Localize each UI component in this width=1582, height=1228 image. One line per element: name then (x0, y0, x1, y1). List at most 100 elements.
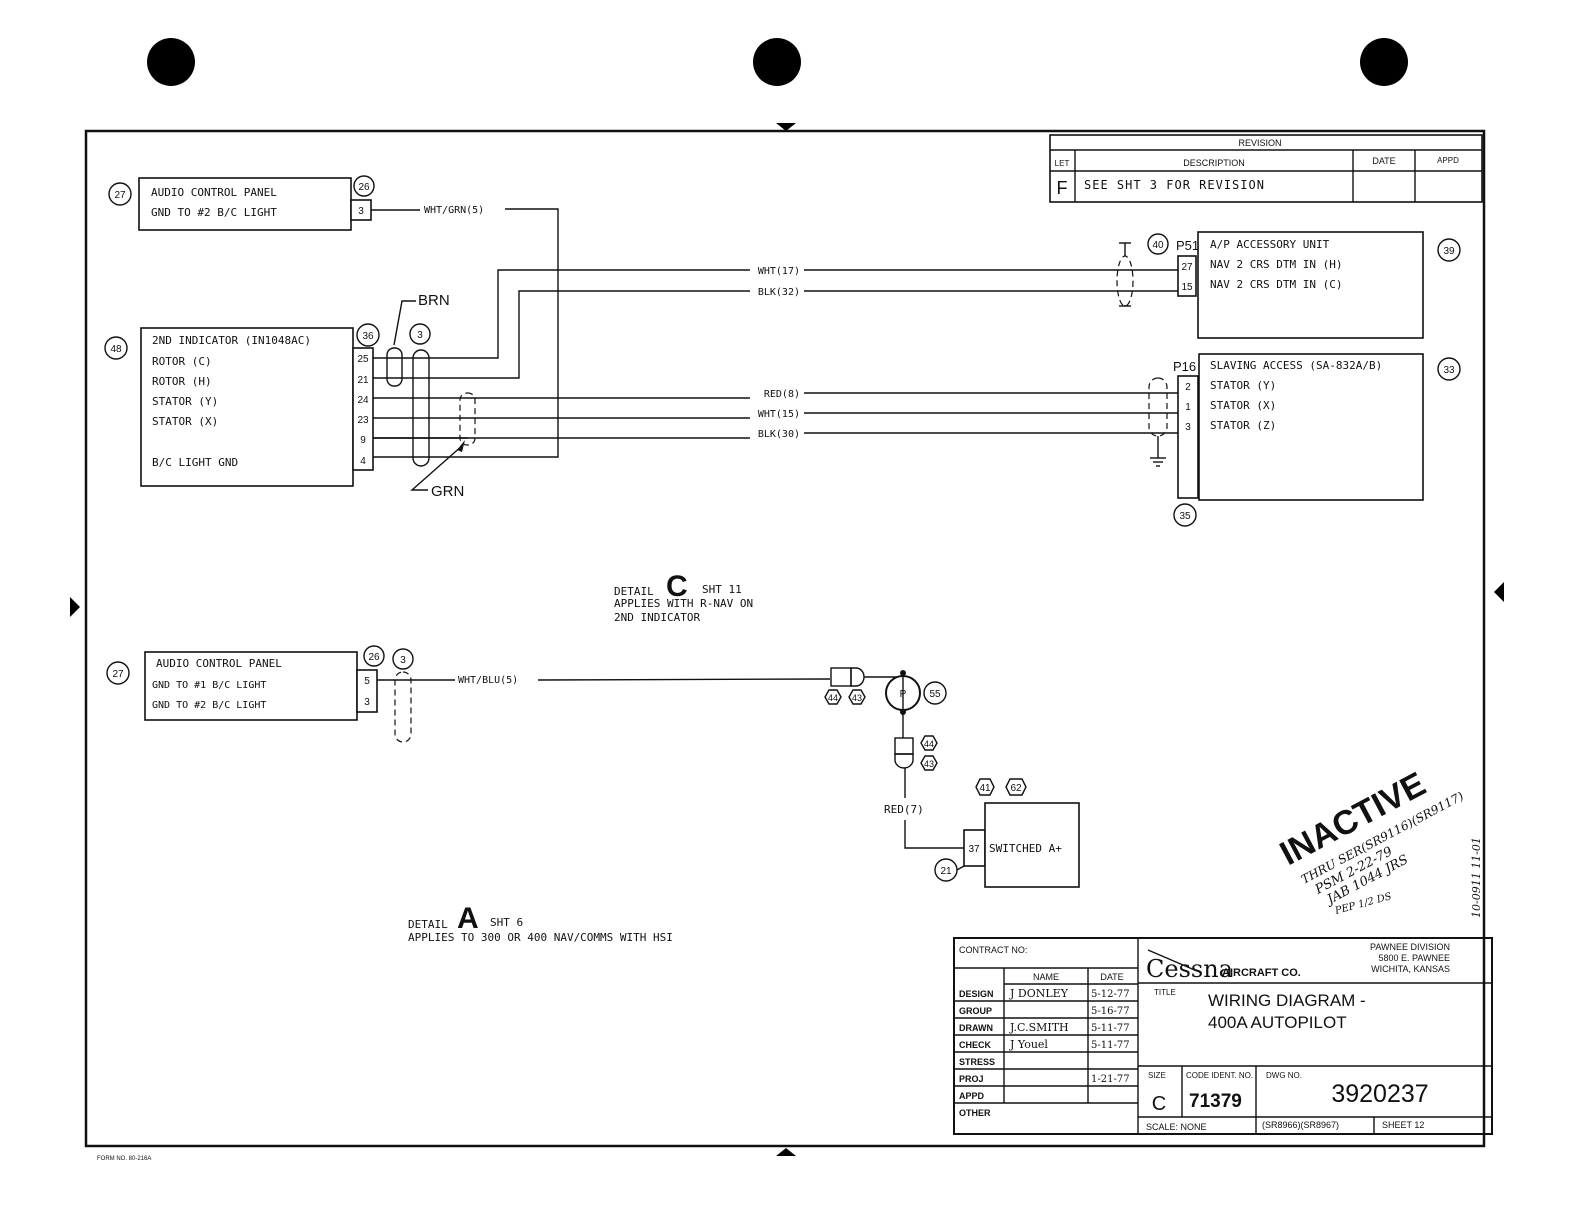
tb-row-name: J.C.SMITH (1009, 1021, 1069, 1034)
slaving-conn: P16 (1173, 359, 1196, 374)
binder-hole-left (147, 38, 195, 86)
center-mark-right (1494, 582, 1504, 602)
tb-row-date: 1-21-77 (1091, 1074, 1130, 1085)
slaving-wire-1: RED(8) (764, 389, 800, 400)
size-label: SIZE (1148, 1071, 1166, 1080)
apu-row-1: NAV 2 CRS DTM IN (H) (1210, 258, 1342, 271)
switched-pin: 37 (968, 844, 980, 855)
second-indicator: 48 2ND INDICATOR (IN1048AC) ROTOR (C) RO… (104, 269, 750, 500)
detail-a-letter: A (457, 902, 479, 935)
slaving-ref: 33 (1443, 365, 1455, 376)
indicator-shield-ref: 3 (417, 330, 423, 341)
drawing-title-1: WIRING DIAGRAM - (1208, 991, 1366, 1010)
conn-pair-a-2: 43 (852, 693, 862, 703)
lamp-ref: 55 (929, 689, 941, 700)
slaving-row-1: STATOR (Y) (1210, 379, 1276, 392)
switched-ref-1: 41 (979, 783, 991, 794)
apu-wire-2: BLK(32) (758, 287, 800, 298)
serials-text: (SR8966)(SR8967) (1262, 1120, 1339, 1130)
upper-audio-control-panel: 27 AUDIO CONTROL PANEL GND TO #2 B/C LIG… (108, 175, 559, 458)
switched-ref-2: 62 (1010, 783, 1022, 794)
title-label: TITLE (1154, 988, 1176, 997)
center-mark-left (70, 597, 80, 617)
center-mark-bottom (776, 1148, 796, 1156)
conn-pair-b-2: 43 (924, 759, 934, 769)
lower-acp-pin-2: 3 (364, 697, 370, 708)
binder-hole-right (1360, 38, 1408, 86)
indicator-row-2: ROTOR (H) (152, 375, 212, 388)
indicator-ref: 48 (110, 344, 122, 355)
label-grn: GRN (431, 483, 464, 500)
apu-conn-ref: 40 (1152, 240, 1164, 251)
revision-letter: F (1057, 178, 1068, 198)
revision-col-let: LET (1055, 159, 1070, 168)
center-mark-top (776, 123, 796, 131)
lamp-circuit: 44 43 P 55 44 43 RED(7) (824, 667, 964, 849)
tb-row-label: DESIGN (959, 989, 994, 999)
revision-col-appd: APPD (1437, 156, 1459, 165)
slaving-pin-1: 2 (1185, 382, 1191, 393)
division-line-3: WICHITA, KANSAS (1371, 964, 1450, 974)
detail-c-line2: APPLIES WITH R-NAV ON (614, 597, 753, 610)
apu-row-2: NAV 2 CRS DTM IN (C) (1210, 278, 1342, 291)
slaving-wire-3: BLK(30) (758, 429, 800, 440)
switched-ref: 21 (940, 866, 952, 877)
form-number: FORM NO. 80-216A (97, 1156, 151, 1162)
detail-c-line3: 2ND INDICATOR (614, 611, 700, 624)
binder-hole-center (753, 38, 801, 86)
tb-row-date: 5-12-77 (1091, 989, 1130, 1000)
upper-acp-ref: 27 (114, 190, 126, 201)
indicator-pin-1: 25 (357, 354, 369, 365)
detail-a-sht: SHT 6 (490, 916, 523, 929)
conn-pair-b-1: 44 (924, 739, 934, 749)
tb-col-name: NAME (1033, 972, 1059, 982)
tb-row-label: OTHER (959, 1108, 991, 1118)
indicator-row-4: STATOR (X) (152, 415, 218, 428)
scale-text: SCALE: NONE (1146, 1122, 1207, 1132)
tb-row-label: PROJ (959, 1074, 984, 1084)
upper-acp-wire: WHT/GRN(5) (424, 205, 484, 216)
apu-wire-1: WHT(17) (758, 266, 800, 277)
indicator-pin-6: 4 (360, 456, 366, 467)
slaving-access: RED(8) WHT(15) BLK(30) P16 2 1 3 SLAVING… (758, 353, 1461, 527)
apu-title: A/P ACCESSORY UNIT (1210, 238, 1330, 251)
company-logo: Cessna (1146, 955, 1233, 983)
tb-row-date: 5-11-77 (1091, 1023, 1130, 1034)
detail-c-note: DETAIL C SHT 11 APPLIES WITH R-NAV ON 2N… (614, 570, 753, 624)
indicator-pin-4: 23 (357, 415, 369, 426)
indicator-row-1: ROTOR (C) (152, 355, 212, 368)
indicator-pin-2: 21 (357, 375, 369, 386)
tb-row-label: APPD (959, 1091, 985, 1101)
slaving-row-2: STATOR (X) (1210, 399, 1276, 412)
tb-row-name: J Youel (1009, 1038, 1048, 1051)
slaving-pin-3: 3 (1185, 422, 1191, 433)
company-suffix: AIRCRAFT CO. (1222, 967, 1301, 979)
revision-col-description: DESCRIPTION (1183, 158, 1245, 168)
upper-acp-line2: GND TO #2 B/C LIGHT (151, 206, 277, 219)
revision-header: REVISION (1238, 138, 1281, 148)
switched-a-plus: 41 62 37 SWITCHED A+ 21 (934, 778, 1080, 888)
apu-conn: P51 (1176, 238, 1199, 253)
slaving-wire-2: WHT(15) (758, 409, 800, 420)
division-line-1: PAWNEE DIVISION (1370, 942, 1450, 952)
lower-acp-line1: AUDIO CONTROL PANEL (156, 657, 282, 670)
lower-acp-conn: 26 (368, 652, 380, 663)
revision-block: REVISION LET DESCRIPTION DATE APPD F SEE… (1049, 134, 1483, 203)
revision-description: SEE SHT 3 FOR REVISION (1084, 178, 1265, 192)
detail-c-letter: C (666, 570, 688, 603)
indicator-conn: 36 (362, 331, 374, 342)
drawing-frame (84, 129, 1486, 1148)
detail-a-line2: APPLIES TO 300 OR 400 NAV/COMMS WITH HSI (408, 931, 673, 944)
size-value: C (1152, 1093, 1166, 1115)
slaving-lower-ref: 35 (1179, 511, 1191, 522)
upper-acp-line1: AUDIO CONTROL PANEL (151, 186, 277, 199)
apu-pin-1: 27 (1181, 262, 1193, 273)
slaving-row-3: STATOR (Z) (1210, 419, 1276, 432)
tb-row-name: J DONLEY (1009, 987, 1069, 1000)
inactive-stamp: INACTIVE THRU SER(SR9116)(SR9117) PSM 2-… (1274, 765, 1483, 918)
indicator-row-3: STATOR (Y) (152, 395, 218, 408)
indicator-title: 2ND INDICATOR (IN1048AC) (152, 334, 311, 347)
revision-col-date: DATE (1372, 156, 1395, 166)
lower-acp-ref: 27 (112, 669, 124, 680)
